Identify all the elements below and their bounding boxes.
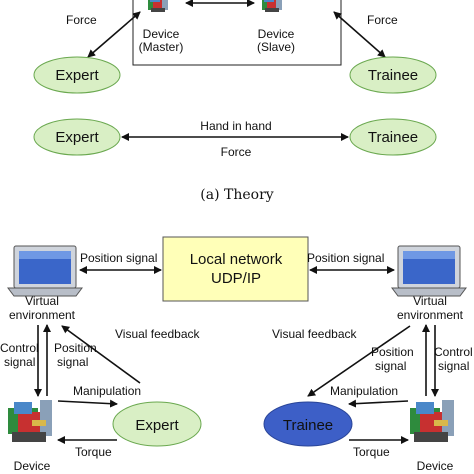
trainee-node-mid <box>349 118 437 156</box>
position-signal-left-label: Position signal <box>80 251 157 265</box>
slave-trainee-arrow <box>333 11 386 58</box>
position-signal-left-v-label-2: signal <box>57 355 88 369</box>
force-label-mid: Force <box>221 145 252 159</box>
system-section: Local network UDP/IP Position signal Pos… <box>0 236 473 473</box>
expert-node-top-label: Expert <box>55 67 99 84</box>
laptop-left-icon <box>7 245 83 297</box>
force-label-top-left: Force <box>66 13 97 27</box>
theory-section: Device (Master) Device (Slave) Force For… <box>33 0 437 203</box>
visual-feedback-left-arrow <box>61 325 141 384</box>
master-device-icon <box>148 0 168 12</box>
position-signal-right-v-label-1: Position <box>371 345 414 359</box>
trainee-node-bottom <box>263 401 353 447</box>
local-network-box <box>162 236 309 302</box>
device-slave-label-1: Device <box>258 27 295 41</box>
torque-left-label: Torque <box>75 445 112 459</box>
visual-feedback-right-arrow <box>307 325 411 397</box>
manipulation-right-label: Manipulation <box>330 384 398 398</box>
slave-device-icon <box>262 0 282 12</box>
torque-right-label: Torque <box>353 445 390 459</box>
position-signal-right-v-label-2: signal <box>375 359 406 373</box>
control-signal-right-label-2: signal <box>438 359 469 373</box>
expert-master-arrow <box>87 11 141 58</box>
trainee-node-mid-label: Trainee <box>368 129 418 146</box>
trainee-node-bottom-label: Trainee <box>283 417 333 434</box>
trainee-node-top-label: Trainee <box>368 67 418 84</box>
force-label-top-right: Force <box>367 13 398 27</box>
device-master-label-1: Device <box>143 27 180 41</box>
virtual-env-left-label-2: environment <box>9 308 76 322</box>
manipulation-left-arrow <box>57 399 118 408</box>
device-master-label-2: (Master) <box>139 40 184 54</box>
device-right-label: Device <box>417 459 454 473</box>
haptic-device-right-icon <box>410 400 454 442</box>
theory-caption: (a) Theory <box>200 187 273 203</box>
hand-in-hand-label: Hand in hand <box>200 119 271 133</box>
position-signal-right-label: Position signal <box>307 251 384 265</box>
visual-feedback-right-label: Visual feedback <box>272 327 358 341</box>
haptic-device-left-icon <box>8 400 52 442</box>
position-signal-left-v-label-1: Position <box>54 341 97 355</box>
expert-node-mid <box>33 118 121 156</box>
virtual-env-right-label-2: environment <box>397 308 464 322</box>
manipulation-right-arrow <box>348 399 409 408</box>
virtual-env-right-label-1: Virtual <box>413 294 447 308</box>
laptop-right-icon <box>391 245 467 297</box>
device-left-label: Device <box>14 459 51 473</box>
device-slave-label-2: (Slave) <box>257 40 295 54</box>
expert-node-top <box>33 56 121 94</box>
visual-feedback-left-label: Visual feedback <box>115 327 201 341</box>
expert-node-bottom <box>112 401 202 447</box>
expert-node-bottom-label: Expert <box>135 417 179 434</box>
virtual-env-left-label-1: Virtual <box>25 294 59 308</box>
local-network-label-2: UDP/IP <box>211 270 261 287</box>
control-signal-right-label-1: Control <box>434 345 473 359</box>
control-signal-left-label-1: Control <box>0 341 39 355</box>
expert-node-mid-label: Expert <box>55 129 99 146</box>
manipulation-left-label: Manipulation <box>73 384 141 398</box>
trainee-node-top <box>349 56 437 94</box>
control-signal-left-label-2: signal <box>4 355 35 369</box>
local-network-label-1: Local network <box>190 251 283 268</box>
